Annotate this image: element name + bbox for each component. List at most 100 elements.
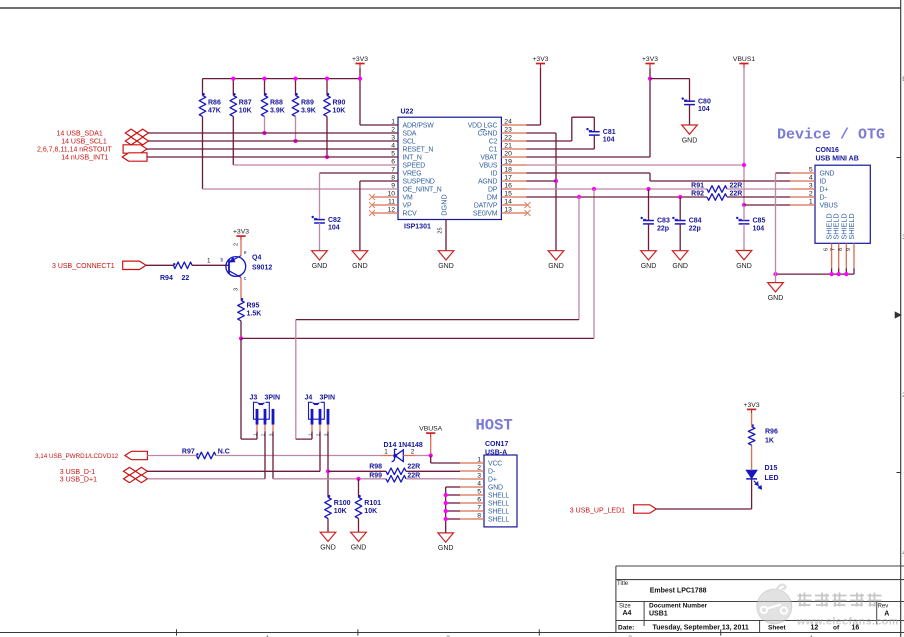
svg-text:GND: GND: [351, 545, 367, 552]
svg-text:J3: J3: [250, 395, 258, 402]
svg-text:2: 2: [809, 190, 813, 197]
svg-text:OE_N/INT_N: OE_N/INT_N: [403, 187, 442, 194]
svg-text:VBUS1: VBUS1: [733, 56, 756, 63]
svg-text:B: B: [902, 77, 904, 83]
svg-text:25: 25: [438, 227, 444, 233]
svg-text:2: 2: [902, 393, 904, 399]
svg-text:3: 3: [324, 433, 329, 436]
svg-text:4: 4: [477, 480, 481, 487]
svg-text:14 nUSB_INT1: 14 nUSB_INT1: [61, 155, 108, 162]
svg-text:D-: D-: [488, 469, 495, 476]
svg-text:22: 22: [182, 275, 190, 282]
svg-text:1K: 1K: [765, 438, 774, 445]
svg-text:A4: A4: [623, 610, 632, 617]
svg-text:e: e: [244, 250, 247, 256]
svg-text:DGND: DGND: [440, 194, 449, 216]
svg-text:SHELL: SHELL: [488, 501, 509, 508]
svg-text:VBUSA: VBUSA: [419, 426, 443, 433]
svg-text:10K: 10K: [239, 108, 252, 115]
svg-text:16: 16: [852, 625, 860, 632]
svg-text:R100: R100: [334, 500, 351, 507]
svg-text:4: 4: [265, 635, 269, 637]
svg-text:10K: 10K: [364, 508, 377, 515]
svg-text:6: 6: [823, 248, 829, 251]
svg-text:3 USB_D-1: 3 USB_D-1: [60, 469, 96, 476]
svg-text:104: 104: [328, 225, 340, 232]
svg-text:+3V3: +3V3: [532, 56, 548, 63]
svg-text:9: 9: [391, 182, 395, 189]
svg-text:9: 9: [846, 248, 852, 251]
svg-text:7: 7: [477, 504, 481, 511]
svg-text:10: 10: [387, 190, 395, 197]
svg-text:3 USB_CONNECT1: 3 USB_CONNECT1: [52, 263, 115, 270]
svg-text:GND: GND: [352, 263, 368, 270]
svg-text:1: 1: [384, 449, 388, 456]
svg-text:R99: R99: [369, 473, 382, 480]
svg-text:DP: DP: [488, 187, 498, 194]
svg-text:VREG: VREG: [403, 171, 422, 178]
svg-text:10K: 10K: [333, 108, 346, 115]
svg-text:R97: R97: [182, 448, 195, 455]
svg-text:R96: R96: [765, 428, 778, 435]
svg-text:14 USB_SCL1: 14 USB_SCL1: [61, 139, 107, 146]
svg-text:21: 21: [504, 142, 512, 149]
svg-text:+3V3: +3V3: [642, 56, 658, 63]
svg-text:1: 1: [253, 433, 258, 436]
svg-text:SCL: SCL: [403, 139, 416, 146]
svg-text:1: 1: [809, 198, 813, 205]
svg-text:2: 2: [628, 635, 632, 637]
svg-text:C1: C1: [489, 147, 498, 154]
svg-text:HOST: HOST: [476, 416, 513, 434]
svg-text:SE0/VM: SE0/VM: [473, 211, 498, 218]
svg-text:104: 104: [603, 137, 615, 144]
svg-text:GND: GND: [320, 545, 336, 552]
svg-text:Sheet: Sheet: [768, 625, 787, 632]
svg-text:SHIELD: SHIELD: [832, 213, 841, 239]
svg-text:SUSPEND: SUSPEND: [403, 179, 435, 186]
svg-text:3,14 USB_PWRD1/LCDVD12: 3,14 USB_PWRD1/LCDVD12: [35, 453, 119, 460]
svg-text:GND: GND: [672, 263, 688, 270]
svg-text:16: 16: [504, 182, 512, 189]
svg-text:7: 7: [391, 166, 395, 173]
svg-text:U22: U22: [401, 109, 414, 116]
svg-text:VP: VP: [403, 203, 412, 210]
svg-text:GND: GND: [682, 137, 698, 144]
svg-text:R90: R90: [333, 100, 346, 107]
svg-text:2: 2: [411, 449, 415, 456]
svg-text:N.C: N.C: [218, 449, 230, 456]
svg-text:2: 2: [316, 433, 321, 436]
svg-text:24: 24: [504, 118, 512, 125]
svg-text:SHIELD: SHIELD: [839, 213, 848, 239]
svg-text:LED: LED: [765, 475, 779, 482]
svg-text:C84: C84: [689, 218, 702, 225]
svg-text:GND: GND: [736, 263, 752, 270]
svg-text:GND: GND: [438, 545, 454, 552]
svg-text:3: 3: [391, 134, 395, 141]
svg-text:3: 3: [234, 288, 240, 291]
svg-text:RESET_N: RESET_N: [403, 147, 434, 154]
svg-text:R89: R89: [301, 100, 314, 107]
svg-text:Title: Title: [617, 581, 629, 587]
svg-text:6: 6: [391, 158, 395, 165]
svg-text:47K: 47K: [208, 108, 221, 115]
svg-text:104: 104: [698, 106, 710, 113]
svg-text:3: 3: [269, 433, 274, 436]
svg-text:3.9K: 3.9K: [270, 108, 285, 115]
svg-text:DAT/VP: DAT/VP: [474, 203, 498, 210]
svg-text:R94: R94: [160, 275, 173, 282]
svg-text:SHELL: SHELL: [488, 509, 509, 516]
svg-text:8: 8: [838, 248, 844, 251]
svg-text:GND: GND: [820, 171, 835, 178]
svg-text:SDA: SDA: [403, 131, 417, 138]
svg-text:4: 4: [809, 174, 813, 181]
svg-text:SPEED: SPEED: [403, 163, 426, 170]
svg-text:22R: 22R: [407, 473, 420, 480]
svg-text:USB-A: USB-A: [485, 449, 507, 456]
svg-text:USB1: USB1: [649, 610, 668, 617]
svg-text:22R: 22R: [730, 191, 743, 198]
svg-text:GND: GND: [768, 295, 784, 302]
svg-text:ISP1301: ISP1301: [404, 224, 431, 231]
svg-text:22R: 22R: [730, 182, 743, 189]
svg-text:1: 1: [477, 456, 481, 463]
svg-text:6: 6: [477, 496, 481, 503]
